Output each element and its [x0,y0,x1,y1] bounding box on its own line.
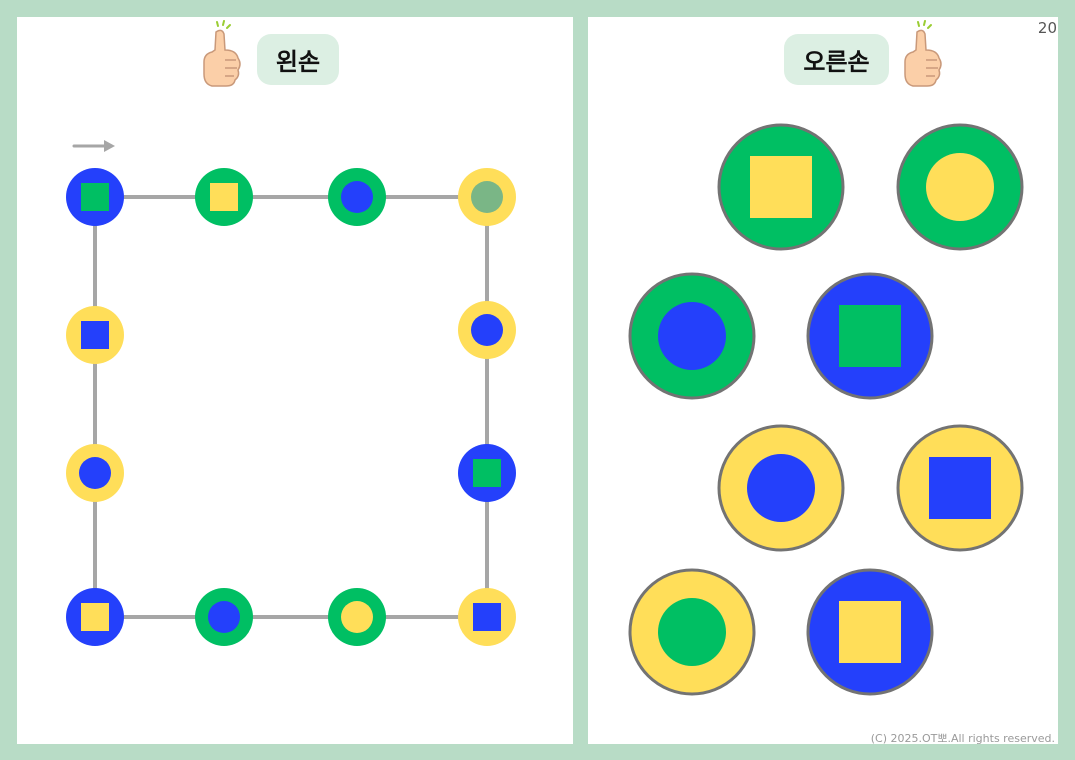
answer-token-6[interactable] [896,424,1024,552]
answer-token-6-inner-square [929,457,991,519]
path-token-11[interactable] [66,588,124,646]
path-token-12[interactable] [66,444,124,502]
thumbs-up-icon [904,20,942,87]
path-token-7-inner-square [81,321,109,349]
path-token-13-inner-square [473,603,501,631]
left-hand-label: 왼손 [257,34,339,85]
answer-token-3[interactable] [628,272,756,400]
answer-token-7-inner-circle [658,598,726,666]
path-token-2[interactable] [195,168,253,226]
track-path [93,195,489,619]
page-number: 20 [1037,19,1057,37]
path-token-13[interactable] [458,588,516,646]
answer-token-7[interactable] [628,568,756,696]
path-token-9-inner-circle [341,601,373,633]
path-token-2-inner-square [210,183,238,211]
answer-token-5-inner-circle [747,454,815,522]
copyright-notice: (C) 2025.OT뽀.All rights reserved. [870,732,1055,745]
path-token-1[interactable] [66,168,124,226]
path-token-12-inner-circle [79,457,111,489]
path-token-1-inner-square [81,183,109,211]
answer-token-8-inner-square [839,601,901,663]
path-token-10-inner-circle [208,601,240,633]
right-hand-label: 오른손 [784,34,889,85]
path-token-5-inner-circle [471,314,503,346]
path-token-5[interactable] [458,301,516,359]
answer-token-5[interactable] [717,424,845,552]
answer-token-8[interactable] [806,568,934,696]
path-token-6[interactable] [458,444,516,502]
path-token-11-inner-square [81,603,109,631]
answer-token-2-inner-circle [926,153,994,221]
thumbs-up-icon [203,20,241,87]
path-token-7[interactable] [66,306,124,364]
answer-token-3-inner-circle [658,302,726,370]
path-token-3[interactable] [328,168,386,226]
path-token-layer [66,168,516,646]
arrow-right-icon [72,140,115,152]
answer-token-4-inner-square [839,305,901,367]
answer-token-1-inner-square [750,156,812,218]
path-token-4[interactable] [458,168,516,226]
path-token-6-inner-square [473,459,501,487]
answer-token-1[interactable] [717,123,845,251]
answer-token-2[interactable] [896,123,1024,251]
path-token-3-inner-circle [341,181,373,213]
path-token-10[interactable] [195,588,253,646]
answer-token-4[interactable] [806,272,934,400]
path-token-4-inner-circle [471,181,503,213]
answer-token-layer [628,123,1024,696]
path-token-9[interactable] [328,588,386,646]
